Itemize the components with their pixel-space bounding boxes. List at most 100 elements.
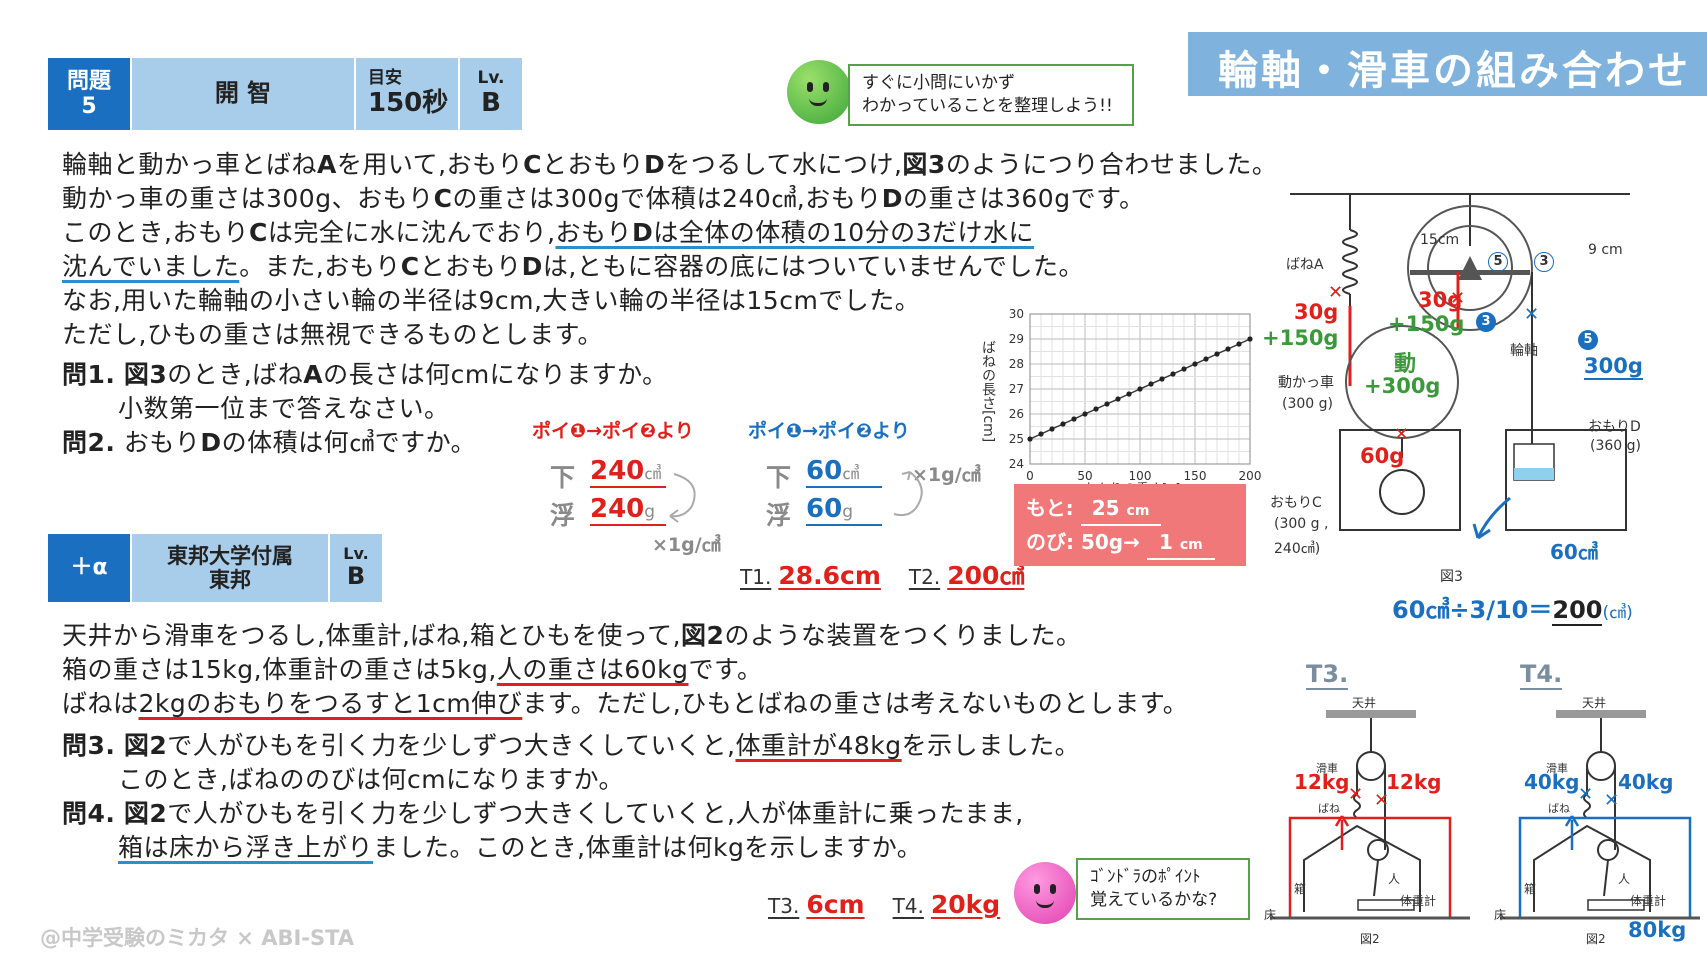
wheel-axle-label: 輪軸 — [1510, 343, 1538, 359]
svg-text:✕: ✕ — [1328, 282, 1343, 303]
t4-floor-label: 床 — [1494, 908, 1507, 922]
dou-label: 動 — [1394, 352, 1417, 377]
circle-5b: 5 — [1578, 330, 1598, 350]
level-cell: Lv. B — [460, 58, 522, 130]
green-mascot-icon — [787, 60, 851, 124]
moving-pulley-label: 動かっ車 — [1278, 375, 1334, 391]
chart-point — [1236, 341, 1242, 347]
chart-point — [1214, 351, 1220, 357]
red-down-value: 240㎤ — [590, 456, 666, 488]
question-1-line-2: 小数第一位まで答えなさい。 — [118, 394, 450, 423]
chart-point — [1038, 431, 1044, 437]
time-cell: 目安 150秒 — [356, 58, 458, 130]
chart-point — [1203, 356, 1209, 362]
problem-label: 問題 — [66, 68, 111, 94]
t3-ceiling-label: 天井 — [1352, 696, 1377, 710]
hint-line-1: すぐに小問にいかず — [862, 73, 1015, 93]
svg-text:✕: ✕ — [1524, 304, 1539, 325]
chart-ytick-label: 27 — [1009, 382, 1024, 396]
chart-point — [1104, 401, 1110, 407]
chart-ytick-label: 26 — [1009, 407, 1024, 421]
chart-frame — [1029, 313, 1251, 465]
chart-point — [1159, 376, 1165, 382]
p1-line-3: このとき,おもりCは完全に水に沈んでおり,おもりDは全体の体積の10分の3だけ水… — [62, 218, 1035, 247]
chart-xtick-label: 100 — [1129, 469, 1152, 483]
answers-t1-t2: T1. 28.6cm T2. 200㎤ — [740, 561, 1025, 590]
chart-point — [1093, 406, 1099, 412]
chart-point — [1126, 391, 1132, 397]
volume-60: 60㎤ — [1550, 540, 1598, 564]
blue-down-value: 60㎤ — [806, 456, 882, 488]
page-title: 輪軸・滑車の組み合わせ — [1218, 48, 1691, 94]
p1-line-6: ただし,ひもの重さは無視できるものとします。 — [62, 320, 603, 349]
nobi-row: のび: 50g→ 1 cm — [1026, 526, 1234, 560]
red-curve-arrow — [669, 473, 696, 523]
spring-a-label: ばねA — [1286, 257, 1324, 273]
t4-spring-label: ばね — [1548, 802, 1570, 815]
circle-5: 5 — [1488, 252, 1508, 272]
circle-3: 3 — [1534, 252, 1554, 272]
t4-person-label: 人 — [1618, 872, 1631, 886]
chart-ylabel: ばねの長さ[cm] — [980, 340, 996, 443]
time-value: 150秒 — [368, 87, 449, 118]
t4-force-40kg-left: 40kg — [1524, 770, 1580, 794]
pink-mascot-icon — [1014, 862, 1076, 924]
alpha-school-cell: 東邦大学付属 東邦 — [132, 534, 328, 602]
blue-float-label: 浮 — [766, 501, 792, 530]
chart-xtick-label: 50 — [1077, 469, 1092, 483]
t4-label: T4. — [1520, 660, 1563, 690]
time-label: 目安 — [368, 68, 402, 89]
chart-xtick-label: 0 — [1026, 469, 1034, 483]
svg-text:✕: ✕ — [1348, 784, 1363, 805]
weight-150g-left: +150g — [1262, 326, 1339, 350]
chart-ytick-label: 24 — [1009, 457, 1024, 471]
chart-point — [1181, 366, 1187, 372]
alpha-tag-cell: ＋α — [48, 534, 130, 602]
svg-text:✕: ✕ — [1374, 790, 1389, 811]
t4-caption: 図2 — [1586, 932, 1606, 946]
t4-force-80kg: 80kg — [1628, 918, 1687, 942]
problem-number: 5 — [81, 94, 97, 119]
level-value: B — [481, 87, 501, 118]
chart-xtick-label: 200 — [1239, 469, 1262, 483]
p1-line-5: なお,用いた輪軸の小さい輪の半径は9cm,大きい輪の半径は15cmでした。 — [62, 286, 921, 315]
weight-30g-left: 30g — [1294, 300, 1339, 324]
red-float-value: 240g — [590, 494, 666, 526]
t3-person-label: 人 — [1388, 872, 1401, 886]
red-float-label: 浮 — [550, 501, 576, 530]
t4-scale-label: 体重計 — [1630, 894, 1667, 908]
t3-box-label: 箱 — [1294, 882, 1307, 896]
radius-9-label: 9 cm — [1588, 242, 1623, 258]
problem-number-cell: 問題 5 — [48, 58, 130, 130]
blue-down-label: 下 — [766, 463, 792, 492]
gondola-line-1: ｺﾞﾝﾄﾞﾗのﾎﾟｲﾝﾄ — [1090, 867, 1201, 887]
question-1: 問1. 図3のとき,ばねAの長さは何cmになりますか。 — [62, 360, 668, 389]
t3-scale-label: 体重計 — [1400, 894, 1437, 908]
svg-text:✕: ✕ — [1578, 784, 1593, 805]
red-down-label: 下 — [550, 463, 576, 492]
chart-point — [1247, 336, 1253, 342]
p2-line-2: 箱の重さは15kg,体重計の重さは5kg,人の重さは60kgです。 — [62, 655, 763, 684]
question-2: 問2. おもりDの体積は何㎤ですか。 — [62, 428, 477, 457]
chart-result-box: もと: 25 cm のび: 50g→ 1 cm — [1014, 484, 1246, 566]
weight-60g: 60g — [1360, 444, 1405, 468]
weight-d-spec: (360 g) — [1590, 438, 1641, 454]
p2-line-3: ばねは2kgのおもりをつるすと1cm伸びます。ただし,ひもとばねの重さは考えない… — [62, 689, 1189, 718]
weight-300g-pulley: +300g — [1364, 374, 1441, 398]
t3-floor-label: 床 — [1264, 908, 1277, 922]
credit: @中学受験のミカタ × ABI-STA — [40, 926, 355, 950]
chart-ytick-label: 29 — [1009, 332, 1024, 346]
weight-c-spec-2: 240㎤) — [1274, 541, 1321, 557]
hint-bubble: すぐに小問にいかず わかっていることを整理しよう!! — [848, 64, 1134, 126]
chart-ytick-label: 28 — [1009, 357, 1024, 371]
chart-ytick-label: 30 — [1009, 307, 1024, 321]
figure-2-t3-diagram: ✕ ✕ — [1270, 710, 1470, 920]
alpha-level-cell: Lv. B — [330, 534, 382, 602]
t3-pulley-label: 滑車 — [1316, 762, 1338, 775]
hint-line-2: わかっていることを整理しよう!! — [862, 95, 1113, 116]
question-3: 問3. 図2で人がひもを引く力を少しずつ大きくしていくと,体重計が48kgを示し… — [62, 731, 1081, 760]
question-4: 問4. 図2で人がひもを引く力を少しずつ大きくしていくと,人が体重計に乗ったまま… — [62, 799, 1024, 828]
chart-ytick-label: 25 — [1009, 432, 1024, 446]
figure-3-diagram: ✕ ✕ ✕ ✕ — [1290, 193, 1630, 540]
